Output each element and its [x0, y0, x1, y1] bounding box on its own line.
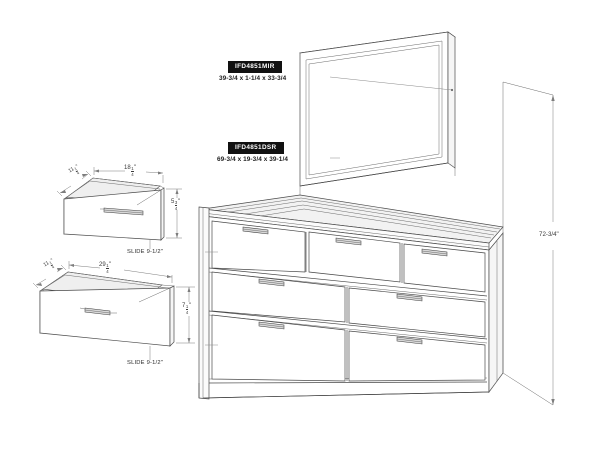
small-dim-height-arrow-bottom	[175, 233, 179, 238]
large-dim-height-arrow-bottom	[187, 338, 191, 343]
large-dim-depth-ext-a	[32, 282, 39, 289]
small-height-whole: 5	[171, 199, 175, 205]
drawer-handle-bottom-right	[396, 336, 423, 345]
callout-tag-dresser-dimensions: 69-3/4 x 19-3/4 x 39-1/4	[217, 156, 288, 163]
dresser-left-stile	[198, 206, 210, 400]
wall-top-line	[502, 81, 554, 96]
small-dim-width-arrow-left	[94, 169, 99, 173]
small-width-whole: 18	[124, 165, 131, 171]
small-drawer-front-panel	[63, 189, 162, 241]
large-dim-depth-arrow-a	[36, 283, 42, 286]
large-drawer-rim-back	[67, 271, 163, 286]
row-divider-1	[208, 267, 488, 297]
large-dim-width-line-a	[68, 264, 101, 269]
small-dim-depth-ext-b	[85, 170, 92, 177]
large-dim-width-arrow-left	[69, 264, 74, 267]
small-drawer-rim-back	[92, 177, 161, 187]
large-dim-depth-line-b	[56, 267, 64, 273]
small-drawer-right-wall	[160, 187, 165, 241]
large-dim-depth-ext-b	[60, 264, 67, 271]
large-drawer-rim-right	[161, 284, 175, 287]
row-divider-3	[208, 381, 488, 384]
small-dim-depth-ext-a	[56, 190, 63, 197]
large-dim-depth-line-a	[35, 278, 47, 286]
mirror-bottom-corner	[447, 162, 456, 169]
overall-height-arrow-top	[551, 95, 555, 101]
dresser-top-plank-2	[208, 200, 498, 233]
small-drawer-inner-right	[136, 189, 162, 206]
drawer-handle-mid-left	[258, 278, 285, 287]
dresser-top-plank-1	[205, 197, 501, 230]
large-dim-width-line-b	[123, 269, 173, 278]
large-dim-depth-arrow-b	[57, 268, 63, 271]
drawer-handle-top-left	[242, 226, 269, 235]
large-dim-height-arrow-top	[187, 287, 191, 292]
reference-lines	[502, 81, 554, 406]
dresser-base-rail	[202, 391, 490, 399]
large-width-whole: 29	[99, 262, 106, 268]
large-drawer-slide-label: SLIDE 9-1/2"	[127, 360, 164, 366]
mirror-frame-face	[299, 31, 449, 187]
small-dim-depth-arrow-a	[60, 190, 66, 193]
dresser-assembly	[198, 194, 504, 400]
small-drawer-slide-label: SLIDE 9-1/2"	[127, 249, 164, 255]
small-dim-width-arrow-right	[158, 171, 163, 175]
drawer-face-top-center	[308, 231, 401, 283]
drawer-face-top-left	[211, 220, 306, 273]
mirror-callout-leader	[329, 76, 453, 91]
callout-tag-dresser-sku: IFD4851DSR	[228, 142, 284, 154]
drawer-handle-mid-right	[396, 293, 423, 302]
drawer-face-bottom-right	[348, 330, 486, 382]
small-drawer-rim-right	[159, 185, 165, 189]
floor-line	[502, 372, 554, 406]
large-drawer-detail	[32, 261, 195, 360]
callout-tag-mirror-dimensions: 39-3/4 x 1-1/4 x 33-3/4	[219, 75, 287, 82]
mirror-bottom-edge	[299, 162, 449, 187]
drawer-handle-bottom-left	[258, 321, 285, 330]
mirror-leader-dot	[450, 88, 454, 92]
small-dim-height-arrow-top	[175, 189, 179, 194]
large-height-whole: 7	[182, 303, 186, 309]
mirror-right-side	[447, 31, 456, 169]
small-dim-depth-line-a	[59, 185, 72, 194]
drawer-handle-top-center	[335, 237, 362, 246]
overall-height-dimension	[551, 95, 555, 405]
small-drawer-detail	[56, 167, 182, 249]
large-drawer-right-wall	[169, 285, 175, 347]
large-drawer-handle	[79, 307, 117, 316]
overall-height-arrow-bottom	[551, 399, 555, 405]
drawer-face-top-right	[403, 243, 486, 293]
mirror-glass-edge	[308, 44, 440, 176]
drawer-face-bottom-left	[211, 314, 346, 382]
overall-height-label: 72-3/4"	[539, 231, 559, 238]
small-dim-depth-arrow-b	[82, 174, 88, 177]
large-drawer-rim-left	[42, 271, 69, 290]
dresser-right-side-panel	[488, 232, 504, 394]
small-dim-depth-line-b	[81, 173, 89, 180]
dresser-base-right	[488, 372, 504, 393]
small-drawer-handle	[100, 207, 144, 216]
callout-tag-mirror-sku: IFD4851MIR	[228, 61, 282, 73]
dresser-top-lip-line	[202, 212, 490, 248]
mirror-frame-inner	[305, 40, 443, 180]
small-drawer-rim-left	[66, 177, 94, 198]
drawer-handle-top-right	[421, 248, 448, 257]
large-drawer-inner-right	[138, 287, 171, 303]
large-dim-width-arrow-right	[167, 275, 172, 278]
mirror-assembly	[299, 31, 456, 200]
drawer-face-mid-right	[348, 287, 486, 338]
callout-leaders	[205, 76, 454, 346]
row-divider-2	[208, 310, 488, 340]
drawer-face-mid-left	[211, 271, 346, 323]
